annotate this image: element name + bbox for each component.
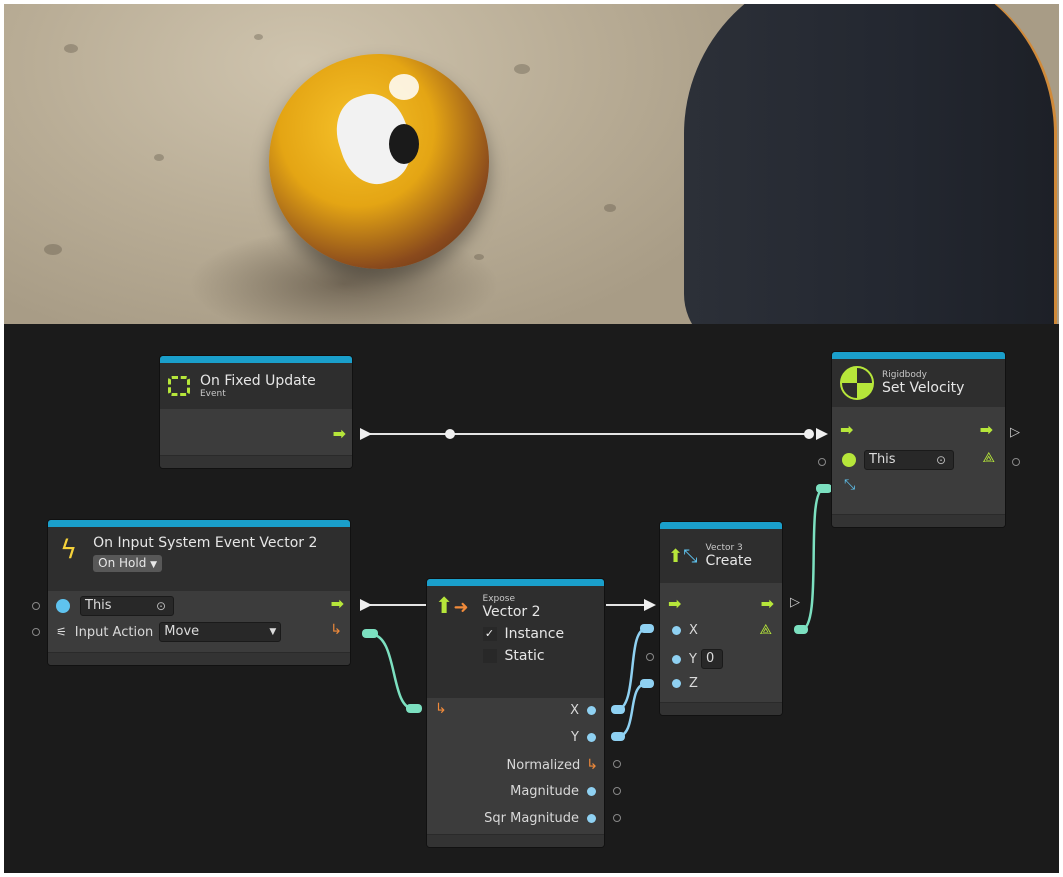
input-z-row: Z — [672, 676, 698, 691]
trigger-output-port[interactable]: ➡ — [330, 594, 344, 613]
output-x-label: X — [570, 703, 579, 718]
trigger-output-port[interactable]: ➡ — [332, 424, 346, 443]
trigger-output-port[interactable]: ➡ — [760, 594, 774, 613]
rigidbody-small-icon — [842, 453, 856, 467]
output-y-label: Y — [571, 730, 579, 745]
chevron-down-icon: ▼ — [269, 627, 277, 637]
node-title: Set Velocity — [882, 380, 965, 396]
connections-layer — [360, 428, 832, 741]
output-x-row: X — [570, 703, 596, 718]
input-x-row: X — [672, 623, 698, 638]
capsule-object — [684, 4, 1057, 324]
input-z-label: Z — [689, 676, 698, 691]
expose-magnitude-outer-port[interactable] — [613, 787, 621, 795]
static-label: Static — [504, 648, 545, 664]
input-y-field[interactable]: 0 — [700, 649, 723, 669]
set-velocity-flow-out-port[interactable]: ▷ — [1010, 425, 1020, 440]
input-y-port[interactable] — [672, 654, 681, 664]
input-action-value: Move — [164, 624, 200, 639]
input-y-row: Y 0 — [672, 649, 723, 669]
on-input-target-outer-port[interactable] — [32, 602, 40, 610]
static-checkbox[interactable] — [482, 649, 497, 663]
input-x-label: X — [689, 623, 698, 638]
node-title: Vector 2 — [482, 604, 541, 620]
screenshot-frame: On Fixed Update Event ➡ Rigidbody Set Ve… — [4, 4, 1059, 873]
target-field[interactable]: This — [80, 596, 174, 616]
node-subtitle: Expose — [482, 594, 515, 604]
expose-sqr-magnitude-outer-port[interactable] — [613, 814, 621, 822]
vector3-y-outer-port[interactable] — [646, 653, 654, 661]
input-action-icon: ⚟ — [56, 625, 67, 639]
target-field[interactable]: This — [864, 450, 954, 470]
instance-checkbox[interactable]: ✓ — [482, 627, 497, 641]
input-action-label: Input Action — [74, 624, 154, 640]
value-output-icon[interactable]: ↳ — [330, 622, 342, 638]
output-magnitude-port[interactable] — [587, 787, 596, 796]
trigger-input-port[interactable]: ➡ — [840, 420, 854, 439]
mode-dropdown[interactable]: On Hold ▼ — [93, 555, 163, 572]
output-magnitude-label: Magnitude — [510, 784, 579, 799]
input-x-port[interactable] — [672, 626, 681, 635]
target-input-icon[interactable]: ↳ — [435, 701, 447, 717]
vector3-create-node[interactable]: ⬆⤡ Vector 3 Create ➡ ➡ X Y 0 Z ⟁ — [660, 522, 782, 715]
on-input-action-outer-port[interactable] — [32, 628, 40, 636]
on-input-system-event-node[interactable]: ϟ On Input System Event Vector 2 On Hold… — [48, 520, 350, 665]
output-sqr-magnitude-label: Sqr Magnitude — [484, 811, 579, 826]
output-sqr-magnitude-port[interactable] — [587, 814, 596, 823]
trigger-input-port[interactable]: ➡ — [668, 594, 682, 613]
result-port-icon: ⟁ — [982, 450, 996, 466]
normalized-port-icon[interactable]: ↳ — [586, 757, 598, 773]
trigger-output-port[interactable]: ➡ — [979, 420, 993, 439]
lightning-icon: ϟ — [60, 535, 78, 565]
mode-dropdown-label: On Hold — [98, 556, 147, 570]
output-magnitude-row: Magnitude — [510, 784, 596, 799]
vector3-flow-out-port[interactable]: ▷ — [790, 595, 800, 610]
node-subtitle: Rigidbody — [882, 370, 927, 380]
target-picker-icon[interactable]: ⊙ — [936, 453, 947, 467]
node-subtitle: Event — [200, 389, 226, 399]
output-sqr-magnitude-row: Sqr Magnitude — [484, 811, 596, 826]
output-normalized-label: Normalized — [506, 757, 581, 773]
instance-label: Instance — [504, 626, 565, 642]
chevron-down-icon: ▼ — [150, 560, 158, 570]
output-normalized-row: Normalized ↳ — [507, 757, 598, 773]
output-y-row: Y — [571, 730, 596, 745]
on-fixed-update-node[interactable]: On Fixed Update Event ➡ — [160, 356, 352, 468]
node-title: Create — [705, 553, 753, 569]
fixed-update-icon — [168, 376, 190, 396]
expose-normalized-outer-port[interactable] — [613, 760, 621, 768]
input-action-dropdown[interactable]: Move ▼ — [159, 622, 282, 642]
ball-object — [269, 54, 489, 269]
input-y-label: Y — [689, 651, 697, 667]
target-icon — [56, 599, 70, 613]
input-z-port[interactable] — [672, 679, 681, 688]
set-velocity-node[interactable]: Rigidbody Set Velocity ➡ ➡ This ⊙ ⟁ ⤡ — [832, 352, 1005, 527]
set-velocity-target-outer-port[interactable] — [818, 458, 826, 466]
node-subtitle: Vector 3 — [705, 543, 743, 553]
output-x-port[interactable] — [587, 706, 596, 715]
expose-icon: ⬆➜ — [435, 594, 469, 619]
rigidbody-icon — [840, 366, 874, 400]
output-y-port[interactable] — [587, 733, 596, 742]
vector3-icon: ⬆⤡ — [668, 545, 698, 567]
expose-vector2-node[interactable]: ⬆➜ Expose Vector 2 ✓ Instance Static ↳ X — [427, 579, 604, 847]
node-title: On Input System Event Vector 2 — [93, 535, 318, 551]
velocity-input-icon: ⤡ — [844, 477, 856, 493]
script-graph[interactable]: On Fixed Update Event ➡ Rigidbody Set Ve… — [4, 324, 1059, 873]
target-picker-icon[interactable]: ⊙ — [156, 599, 167, 613]
scene-view — [4, 4, 1059, 324]
result-port-icon[interactable]: ⟁ — [759, 622, 773, 638]
node-title: On Fixed Update — [200, 373, 316, 389]
set-velocity-result-outer-port[interactable] — [1012, 458, 1020, 466]
